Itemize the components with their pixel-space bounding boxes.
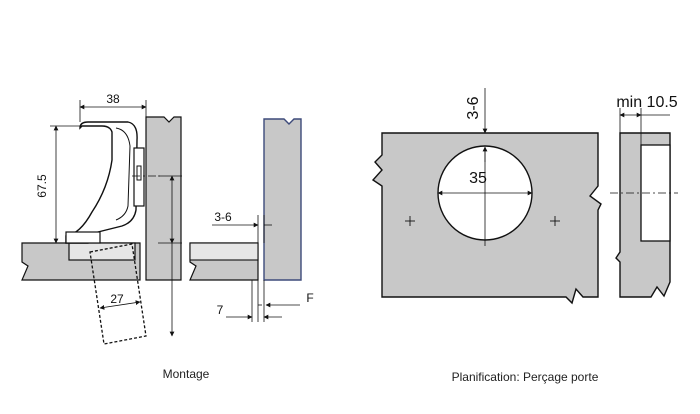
planification-caption: Planification: Perçage porte <box>452 370 599 384</box>
hinge-cup <box>68 242 136 261</box>
dim-3-6-vertical-label: 3-6 <box>465 96 482 119</box>
dim-min-10-5-label: min 10.5 <box>616 94 677 111</box>
dim-27-line <box>99 300 141 310</box>
planification-view: 35 3-6 min 10.5 Planification: Perçage p… <box>371 88 678 384</box>
dim-35-label: 35 <box>469 170 487 187</box>
door-panel-2-insert <box>189 242 259 261</box>
open-door-outline <box>89 243 147 345</box>
mounting-plate-slot <box>136 165 142 181</box>
dim-3-6-label: 3-6 <box>214 210 232 224</box>
dim-F-label: F <box>306 291 313 305</box>
dim-38-label: 38 <box>106 92 120 106</box>
screw-hole-right-icon <box>550 216 560 226</box>
cabinet-side-panel <box>145 116 182 281</box>
screw-hole-left-icon <box>405 216 415 226</box>
cabinet-side-panel-2 <box>263 118 302 281</box>
hinge-base-block <box>65 231 101 244</box>
dim-7-label: 7 <box>217 303 224 317</box>
montage-view: 38 67.5 27 3-6 F 7 Mon <box>21 92 314 381</box>
dim-67-5-label: 67.5 <box>35 174 49 198</box>
dim-27-label: 27 <box>110 292 124 306</box>
montage-caption: Montage <box>163 367 210 381</box>
hinge-arm-inner <box>115 127 131 221</box>
hinge-arm <box>65 121 138 244</box>
